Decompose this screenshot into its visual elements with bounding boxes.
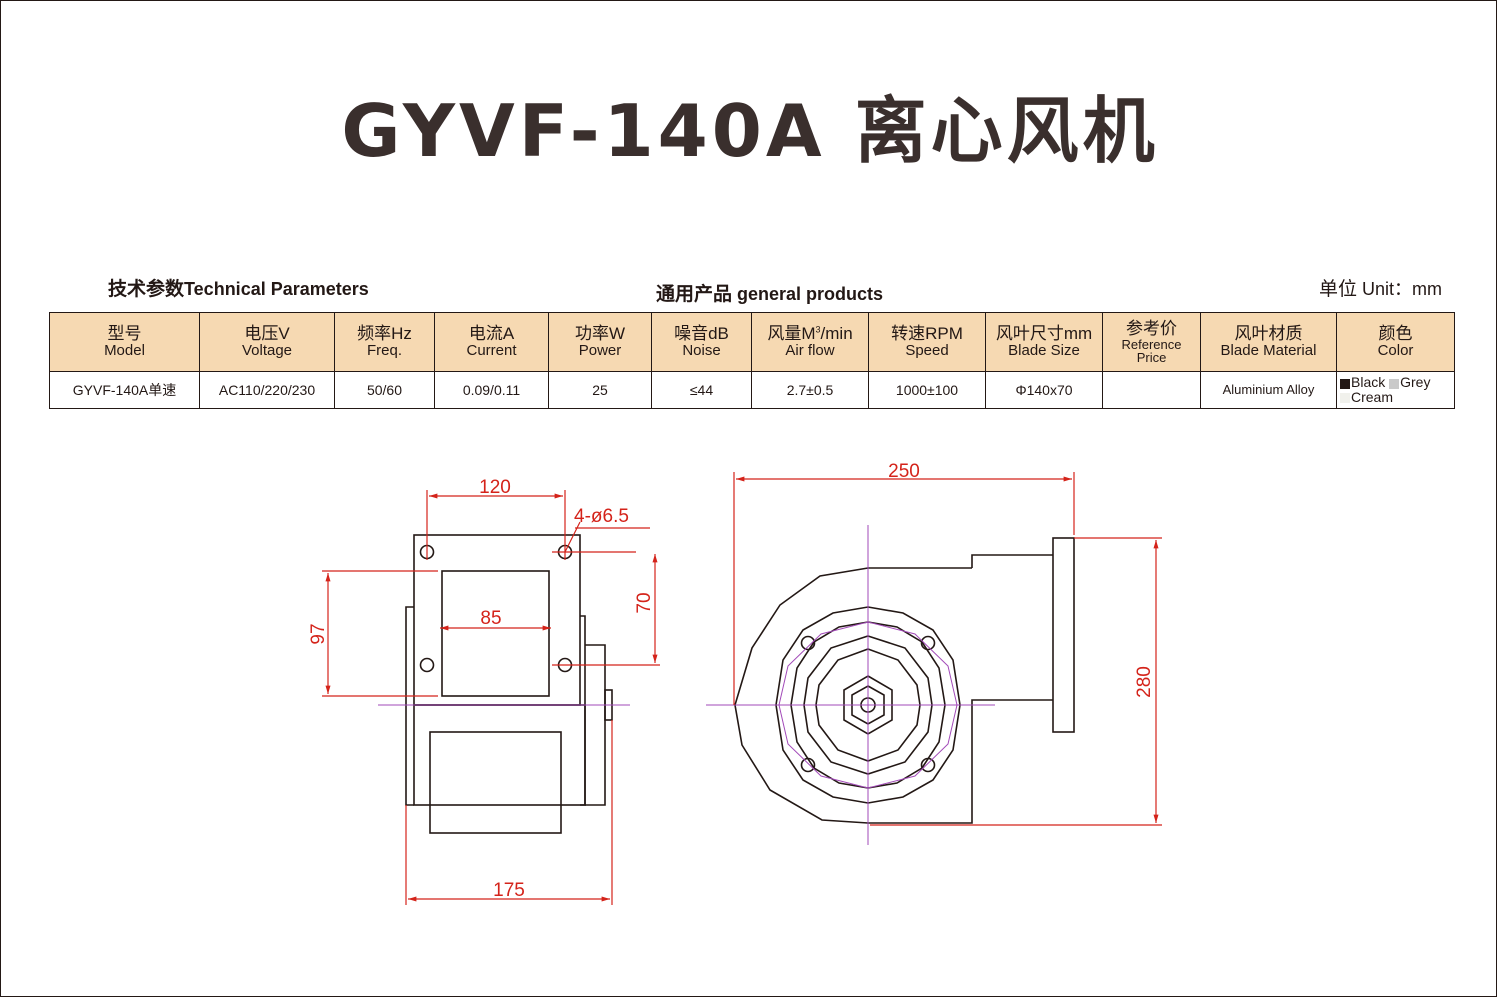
mount-hole-bottom-left bbox=[419, 657, 435, 673]
dim-120: 120 bbox=[479, 477, 511, 498]
cell-airflow: 2.7±0.5 bbox=[751, 371, 869, 409]
fan-housing-body bbox=[413, 704, 586, 806]
color-option-black: Black bbox=[1340, 374, 1385, 390]
unit-en: Unit：mm bbox=[1362, 279, 1443, 299]
color-option-grey: Grey bbox=[1389, 374, 1430, 390]
cell-speed: 1000±100 bbox=[868, 371, 986, 409]
motor-casing bbox=[585, 644, 606, 806]
unit-heading: 单位 Unit：mm bbox=[1319, 274, 1442, 301]
general-products-heading: 通用产品 general products bbox=[656, 279, 883, 306]
dim-175: 175 bbox=[493, 880, 525, 901]
cell-price bbox=[1102, 371, 1201, 409]
housing-left-edge bbox=[405, 606, 414, 806]
dim-holes: 4-ø6.5 bbox=[574, 506, 629, 527]
scroll-housing-outline bbox=[734, 567, 1053, 824]
cell-blade-size: Φ140x70 bbox=[985, 371, 1103, 409]
dim-70: 70 bbox=[634, 592, 655, 613]
cell-freq: 50/60 bbox=[334, 371, 435, 409]
unit-cn: 单位 bbox=[1319, 279, 1358, 300]
front-view-drawing bbox=[405, 534, 613, 834]
cream-swatch bbox=[1340, 393, 1350, 404]
cell-power: 25 bbox=[548, 371, 652, 409]
cell-current: 0.09/0.11 bbox=[434, 371, 549, 409]
side-mount-hole-1 bbox=[800, 635, 816, 651]
side-mount-hole-4 bbox=[920, 757, 936, 773]
table-row: GYVF-140A单速 AC110/220/230 50/60 0.09/0.1… bbox=[49, 371, 1455, 409]
cell-color: Black Grey Cream bbox=[1336, 371, 1455, 409]
tech-en: Technical Parameters bbox=[184, 279, 369, 299]
cell-voltage: AC110/220/230 bbox=[199, 371, 335, 409]
general-cn: 通用产品 bbox=[656, 284, 733, 305]
tech-cn: 技术参数 bbox=[108, 279, 185, 300]
dim-250: 250 bbox=[888, 461, 920, 482]
general-en: general products bbox=[737, 284, 884, 304]
cell-model: GYVF-140A单速 bbox=[49, 371, 200, 409]
air-outlet-opening bbox=[441, 570, 550, 697]
dim-280: 280 bbox=[1134, 666, 1155, 698]
side-mount-hole-2 bbox=[920, 635, 936, 651]
front-view-dimensions bbox=[322, 490, 660, 905]
side-view-drawing bbox=[734, 537, 1075, 824]
outlet-duct-top bbox=[971, 554, 1053, 568]
cell-noise: ≤44 bbox=[651, 371, 752, 409]
dim-97: 97 bbox=[308, 623, 329, 644]
grey-swatch bbox=[1389, 378, 1400, 389]
technical-parameters-heading: 技术参数Technical Parameters bbox=[108, 274, 369, 301]
side-view-centerlines bbox=[706, 525, 995, 845]
fan-housing-lower bbox=[429, 731, 562, 834]
dim-85: 85 bbox=[480, 608, 501, 629]
side-mount-hole-3 bbox=[800, 757, 816, 773]
color-option-cream: Cream bbox=[1340, 389, 1393, 405]
page-title: GYVF-140A 离心风机 bbox=[341, 89, 1159, 173]
side-view-dimensions bbox=[733, 472, 1162, 826]
outlet-flange bbox=[1052, 537, 1075, 733]
black-swatch bbox=[1340, 378, 1350, 389]
